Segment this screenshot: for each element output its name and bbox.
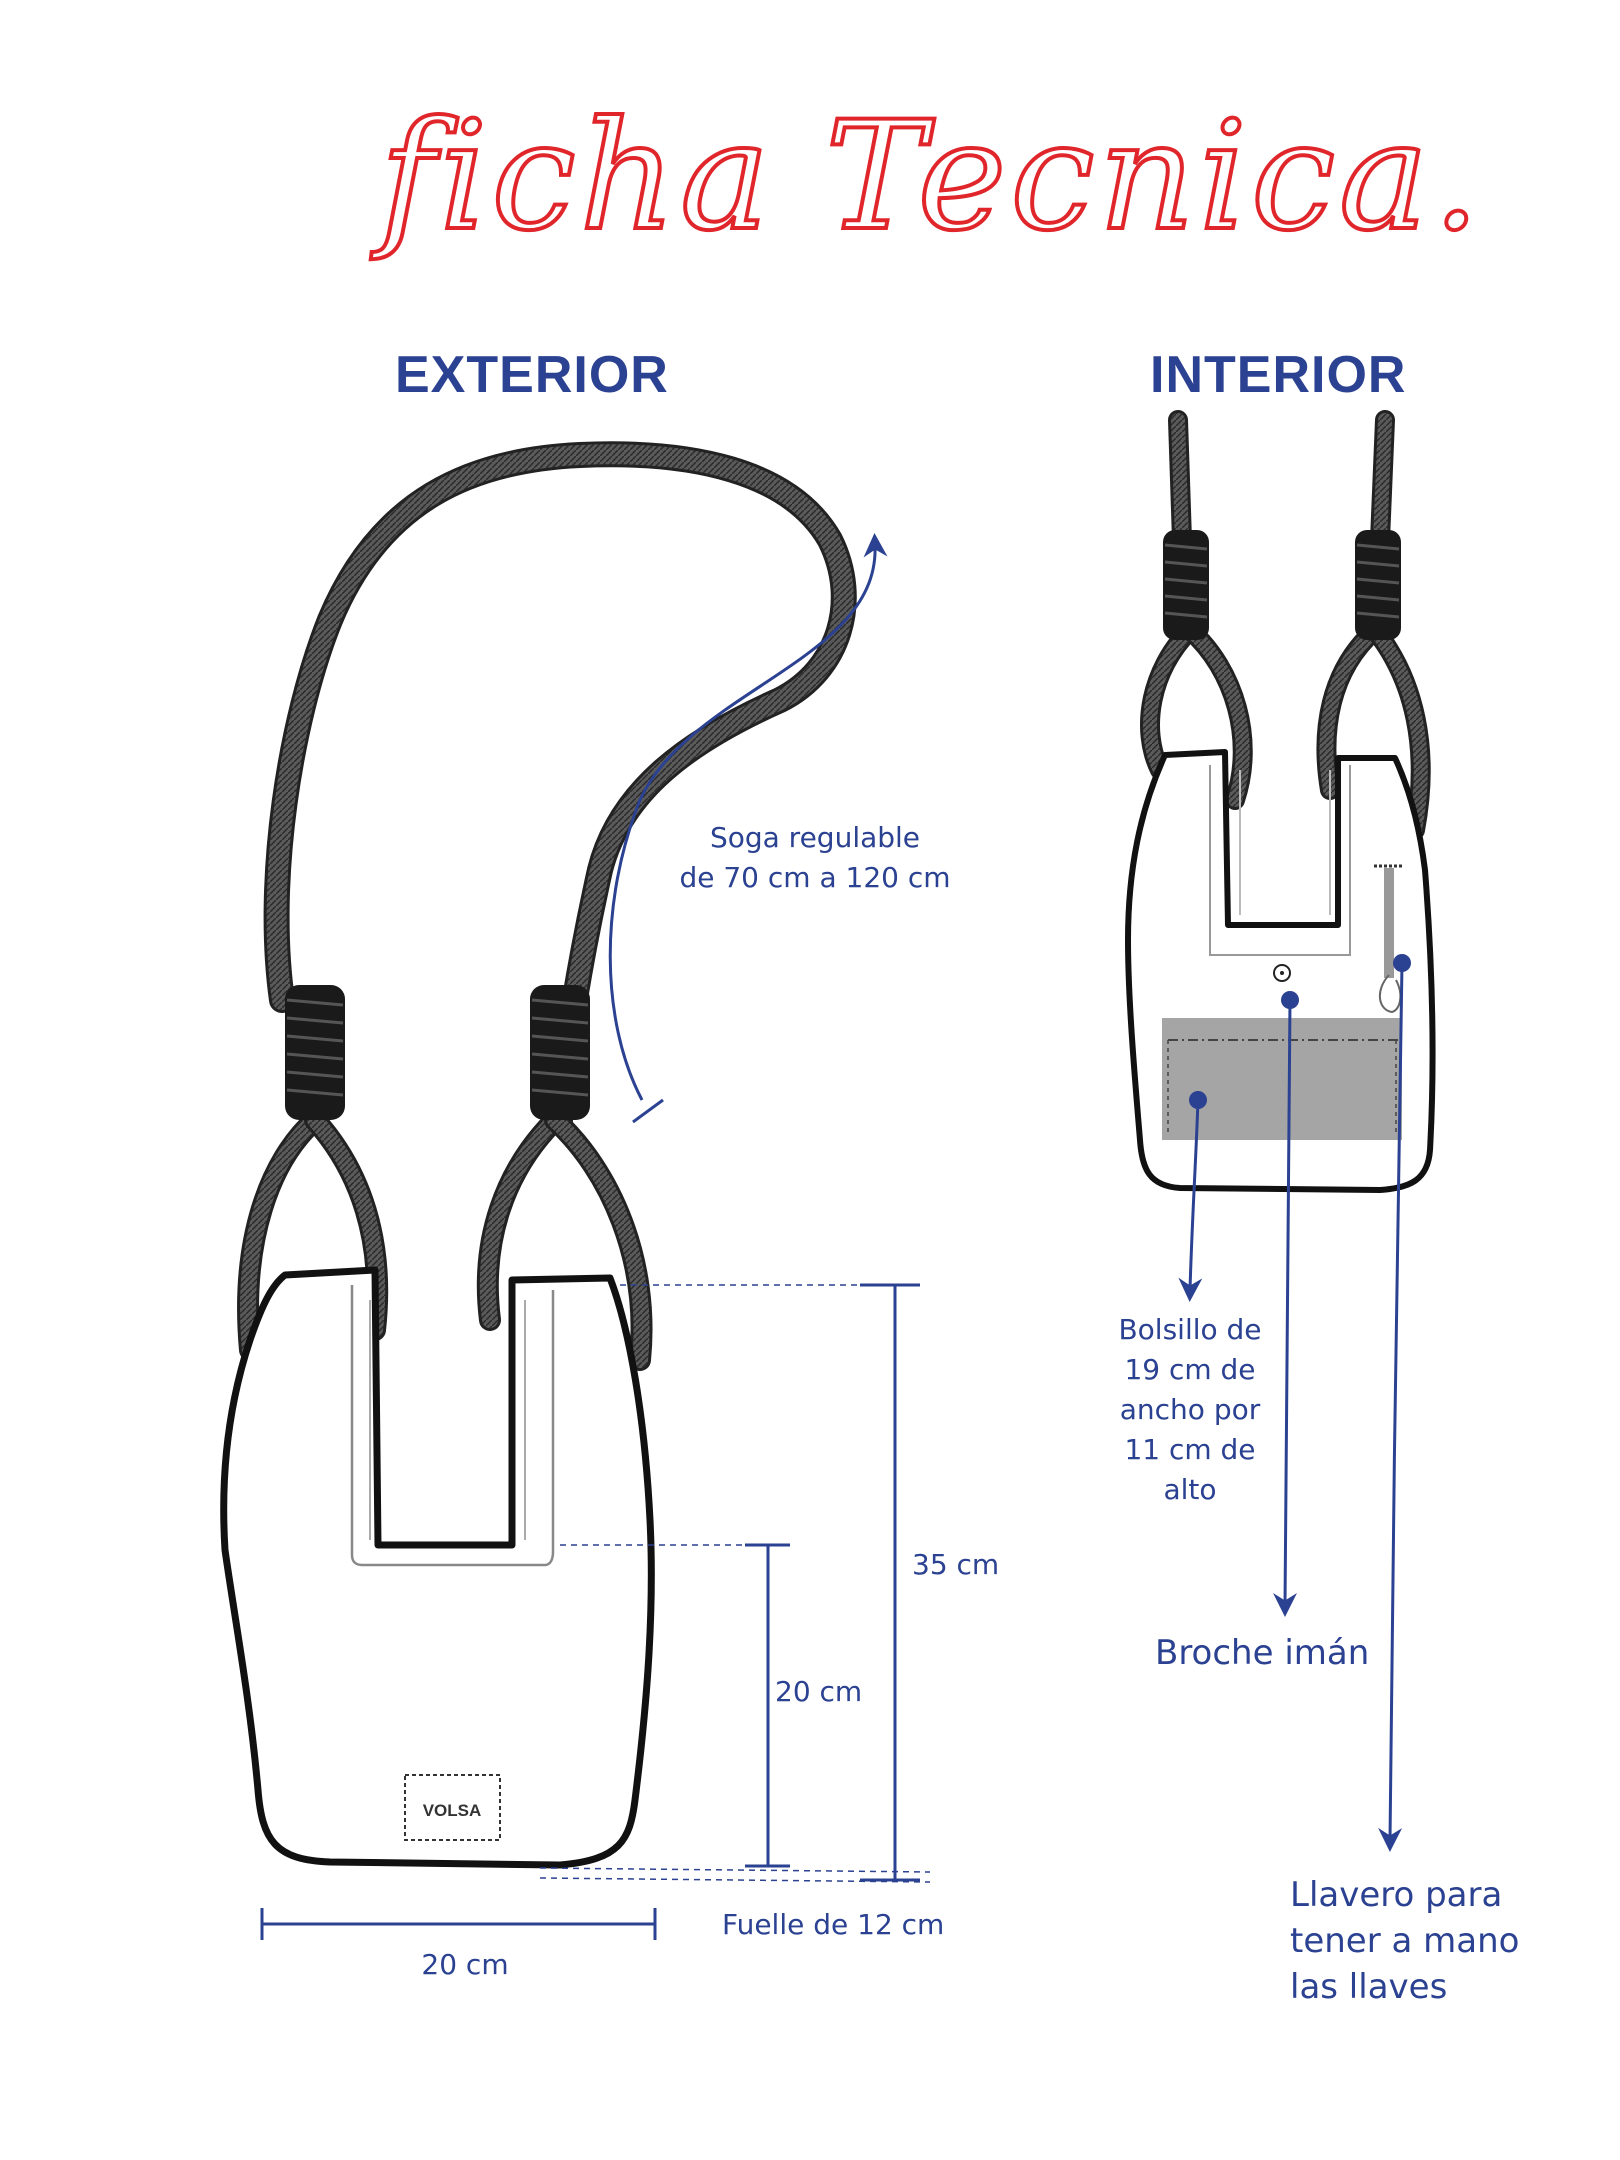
bolsillo-line: Bolsillo de xyxy=(1118,1313,1262,1346)
exterior-bag: VOLSA xyxy=(220,441,857,1869)
llavero-line: Llavero para xyxy=(1290,1875,1503,1915)
volsa-tag-text: VOLSA xyxy=(423,1801,482,1820)
height-total-label: 35 cm xyxy=(912,1548,1000,1581)
bolsillo-line: 11 cm de xyxy=(1124,1433,1256,1466)
width-label: 20 cm xyxy=(421,1948,509,1981)
exterior-bag-body xyxy=(220,1266,655,1869)
broche-arrow xyxy=(1273,999,1298,1617)
bolsillo-line: alto xyxy=(1163,1473,1217,1506)
volsa-tag xyxy=(404,1774,501,1841)
llavero-arrow xyxy=(1378,962,1404,1852)
height-body-label: 20 cm xyxy=(775,1675,863,1708)
interior-knot-left xyxy=(1163,530,1209,640)
soga-label: Soga regulable de 70 cm a 120 cm xyxy=(660,818,970,898)
llavero-label: Llavero para tener a mano las llaves xyxy=(1290,1872,1519,2010)
interior-knot-right xyxy=(1355,530,1401,640)
exterior-knot-right xyxy=(530,985,590,1120)
heading-interior: INTERIOR xyxy=(1150,346,1407,404)
soga-label-line2: de 70 cm a 120 cm xyxy=(679,861,951,894)
llavero-line: tener a mano xyxy=(1290,1921,1520,1961)
fuelle-label: Fuelle de 12 cm xyxy=(722,1908,945,1941)
bolsillo-arrow xyxy=(1178,1099,1203,1302)
bolsillo-line: ancho por xyxy=(1119,1393,1261,1426)
exterior-dimension-lines xyxy=(260,533,931,1940)
handwritten-title: ficha Tecnica. xyxy=(370,90,1484,264)
broche-label: Broche imán xyxy=(1155,1633,1370,1673)
exterior-knot-left xyxy=(285,985,345,1120)
heading-exterior: EXTERIOR xyxy=(395,346,669,404)
interior-bag xyxy=(1125,410,1436,1193)
keychain-strap xyxy=(1384,868,1394,978)
interior-callouts xyxy=(1178,954,1411,1852)
interior-pocket xyxy=(1162,1018,1402,1140)
soga-label-line1: Soga regulable xyxy=(709,821,921,854)
llavero-line: las llaves xyxy=(1290,1967,1448,2007)
bolsillo-line: 19 cm de xyxy=(1124,1353,1256,1386)
soga-arrow xyxy=(608,533,888,1101)
bolsillo-label: Bolsillo de 19 cm de ancho por 11 cm de … xyxy=(1085,1310,1295,1510)
